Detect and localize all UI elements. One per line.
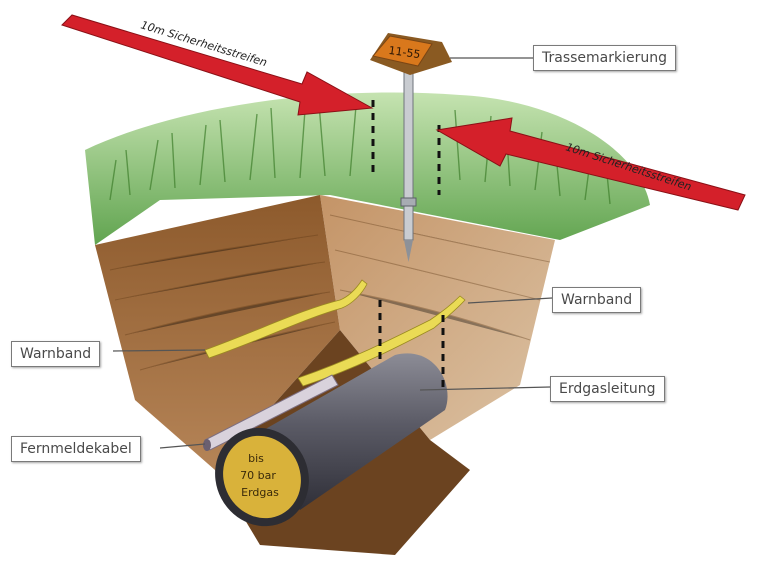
marker-sign-face xyxy=(372,35,433,67)
label-warnband-right: Warnband xyxy=(552,287,642,313)
marker-post xyxy=(403,69,414,241)
leader-lines xyxy=(112,57,553,449)
label-erdgasleitung: Erdgasleitung xyxy=(550,376,665,402)
label-warnband-left: Warnband xyxy=(11,341,101,367)
cable-end xyxy=(203,439,211,451)
marker-sign-number: 11-55 xyxy=(388,44,421,61)
pipe-text-line-3: Erdgas xyxy=(241,486,279,499)
safety-strip-arrow-right xyxy=(435,117,746,211)
soil-front-wall xyxy=(95,195,340,470)
marker-post-tip xyxy=(404,240,413,262)
warning-tape-lower xyxy=(297,295,466,387)
label-fernmeldekabel: Fernmeldekabel xyxy=(11,436,141,462)
strip-boundary-lines xyxy=(371,100,445,390)
gas-pipe-end-fill xyxy=(223,435,301,519)
warning-tape-upper xyxy=(204,279,368,359)
pipe-text-line-2: 70 bar xyxy=(240,469,276,482)
marker-post-collar xyxy=(400,197,417,207)
label-trassenmarkierung: Trassemarkierung xyxy=(533,45,677,71)
safety-strip-arrow-left xyxy=(61,14,374,116)
pipe-text-line-1: bis xyxy=(248,452,264,465)
